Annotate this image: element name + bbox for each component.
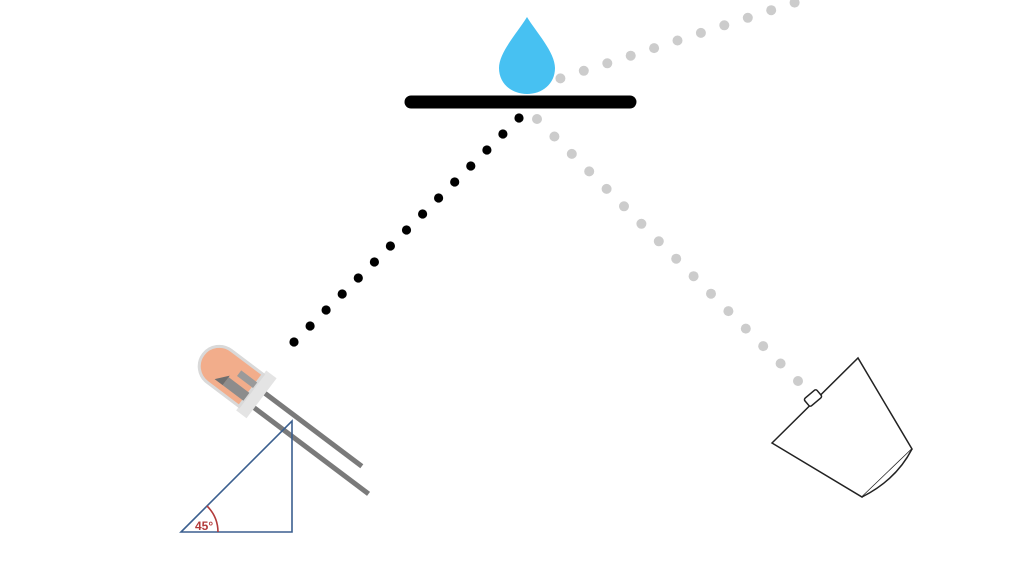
incident-beam-dot [337, 289, 347, 299]
reflected-beam-dot [636, 218, 647, 229]
reflected-beam-dot [584, 166, 595, 177]
transmitted-beam-dot [742, 12, 753, 23]
incident-beam-dot [289, 337, 299, 347]
incident-beam-dot [450, 177, 460, 187]
incident-beam [289, 113, 524, 347]
reflected-beam-dot [723, 306, 734, 317]
incident-beam-dot [305, 321, 315, 331]
incident-beam-dot [482, 145, 492, 155]
transmitted-beam-dot [602, 58, 613, 69]
detector-icon [770, 356, 913, 498]
led-icon [197, 344, 371, 496]
reflected-beam-dot [619, 201, 629, 212]
incident-beam-dot [369, 257, 379, 267]
incident-beam-dot [514, 113, 524, 123]
reflected-beam-dot [706, 288, 716, 299]
incident-beam-dot [385, 241, 395, 251]
transmitted-beam-dot [625, 50, 636, 61]
transmitted-beam [532, 0, 800, 91]
transmitted-beam-dot [649, 43, 660, 54]
incident-beam-dot [434, 193, 444, 203]
transmitted-beam-dot [766, 5, 777, 16]
transmitted-beam-dot [719, 20, 730, 31]
reflected-beam-dot [775, 358, 786, 369]
incident-beam-dot [418, 209, 428, 219]
water-drop-icon [499, 17, 555, 94]
incident-beam-dot [498, 129, 508, 139]
reflected-beam-dot [688, 271, 699, 282]
reflected-beam-dot [566, 148, 577, 159]
transmitted-beam-dot [672, 35, 683, 46]
reflected-beam-dot [549, 131, 560, 142]
reflected-beam-dot [740, 323, 751, 334]
transmitted-beam-dot [555, 73, 566, 84]
incident-beam-dot [321, 305, 331, 315]
angle-label: 45° [195, 519, 213, 533]
transmitted-beam-dot [578, 65, 589, 76]
transmitted-beam-dot [789, 0, 800, 8]
transmitted-beam-dot [695, 27, 706, 38]
angle-triangle: 45° [179, 419, 293, 533]
reflected-beam-dot [601, 183, 612, 194]
reflected-beam-dot [671, 253, 682, 264]
reflected-beam-dot [532, 114, 542, 124]
reflected-beam-dot [653, 236, 664, 247]
incident-beam-dot [353, 273, 363, 283]
reflected-beam-dot [758, 341, 769, 352]
incident-beam-dot [466, 161, 476, 171]
reflected-beam [532, 114, 803, 386]
incident-beam-dot [401, 225, 412, 235]
reflected-beam-dot [793, 376, 803, 386]
